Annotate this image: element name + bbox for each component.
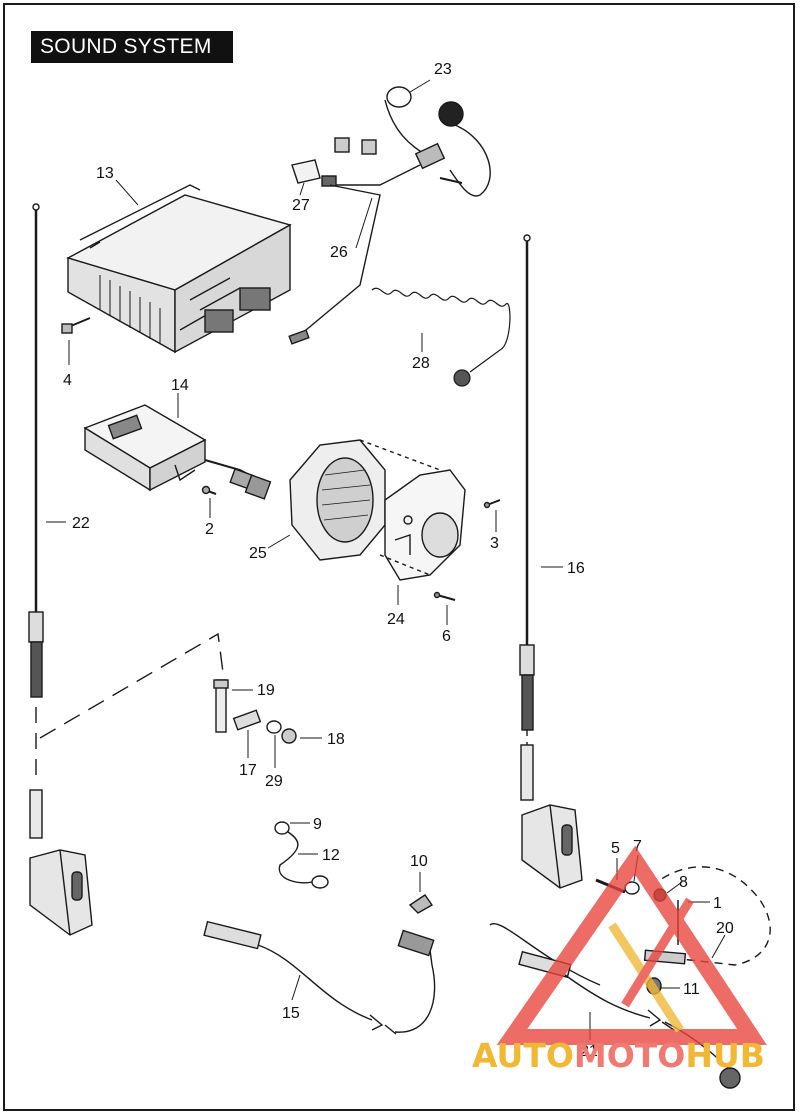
callout-29: 29 — [265, 773, 283, 790]
antenna-cable-15 — [203, 920, 436, 1035]
speaker-housing — [289, 439, 386, 561]
speaker-bracket — [384, 469, 466, 581]
callout-9: 9 — [313, 816, 322, 833]
callout-5: 5 — [611, 840, 620, 857]
callout-27: 27 — [292, 197, 310, 214]
callout-13: 13 — [96, 165, 114, 182]
callout-14: 14 — [171, 377, 189, 394]
callout-20: 20 — [716, 920, 734, 937]
antenna-mast-right — [519, 234, 535, 801]
leader-dash — [39, 632, 225, 739]
nut-18 — [281, 728, 297, 744]
page-frame — [3, 3, 795, 1111]
cord-connector — [288, 329, 310, 345]
callout-18: 18 — [327, 731, 345, 748]
clip-10 — [408, 894, 434, 914]
mount-stud-19 — [213, 679, 229, 733]
washer-29 — [266, 720, 282, 734]
callout-12: 12 — [322, 847, 340, 864]
callout-6: 6 — [442, 628, 451, 645]
watermark-logo — [496, 845, 767, 1045]
headset-assembly — [334, 86, 491, 197]
callout-10: 10 — [410, 853, 428, 870]
callout-28: 28 — [412, 355, 430, 372]
callout-22: 22 — [72, 515, 90, 532]
mic-plug — [291, 159, 337, 187]
callout-11: 11 — [683, 981, 700, 998]
antenna-cable-21 — [489, 922, 741, 1089]
callout-1: 1 — [713, 895, 722, 912]
page-title: SOUND SYSTEM — [31, 31, 233, 63]
headset-cord — [299, 184, 381, 336]
antenna-mast-left — [28, 203, 44, 839]
callout-19: 19 — [257, 682, 275, 699]
callout-25: 25 — [249, 545, 267, 562]
callout-7: 7 — [633, 838, 642, 855]
callout-8: 8 — [679, 874, 688, 891]
screw-6 — [433, 591, 456, 601]
antenna-mount-left — [29, 849, 93, 936]
watermark-hub: HUB — [685, 1036, 765, 1075]
screw-3 — [483, 499, 501, 509]
watermark-text: AUTOMOTOHUB — [472, 1036, 765, 1075]
callout-21: 21 — [580, 1043, 598, 1060]
amplifier-module — [83, 404, 272, 500]
screw-4 — [61, 317, 91, 334]
callout-26: 26 — [330, 244, 348, 261]
mount-fitting-17 — [232, 709, 262, 731]
callout-2: 2 — [205, 521, 214, 538]
ground-strap — [274, 821, 329, 889]
callout-4: 4 — [63, 372, 72, 389]
callout-3: 3 — [490, 535, 499, 552]
watermark-auto: AUTO — [472, 1036, 574, 1075]
radio-head-unit — [66, 184, 292, 354]
screw-2 — [201, 485, 217, 495]
coiled-cord — [371, 287, 511, 387]
callout-24: 24 — [387, 611, 405, 628]
callout-16: 16 — [567, 560, 585, 577]
callout-17: 17 — [239, 762, 257, 779]
watermark-moto: MOTO — [573, 1036, 686, 1075]
callout-15: 15 — [282, 1005, 300, 1022]
speaker-dashes — [359, 439, 441, 576]
antenna-mount-right — [521, 804, 583, 889]
callout-23: 23 — [434, 61, 452, 78]
